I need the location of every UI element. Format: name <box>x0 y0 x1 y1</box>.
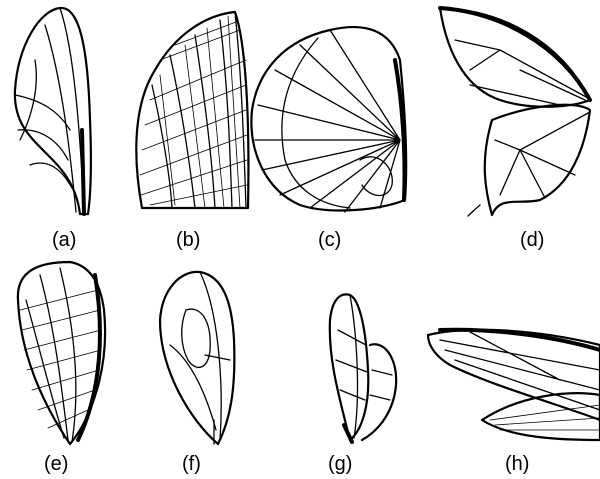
label-c: (c) <box>318 229 341 251</box>
label-h: (h) <box>505 453 529 475</box>
wing-d <box>440 8 590 216</box>
label-g: (g) <box>328 453 352 475</box>
label-d: (d) <box>520 229 544 251</box>
wing-b <box>136 12 248 208</box>
label-a: (a) <box>52 229 76 251</box>
label-b: (b) <box>176 229 200 251</box>
wing-c <box>251 27 406 212</box>
wing-f <box>160 272 234 444</box>
label-f: (f) <box>182 453 201 475</box>
wing-h <box>428 330 600 440</box>
label-e: (e) <box>44 453 68 475</box>
wing-e <box>18 262 105 444</box>
wing-g <box>330 294 396 442</box>
wing-a <box>15 8 91 214</box>
